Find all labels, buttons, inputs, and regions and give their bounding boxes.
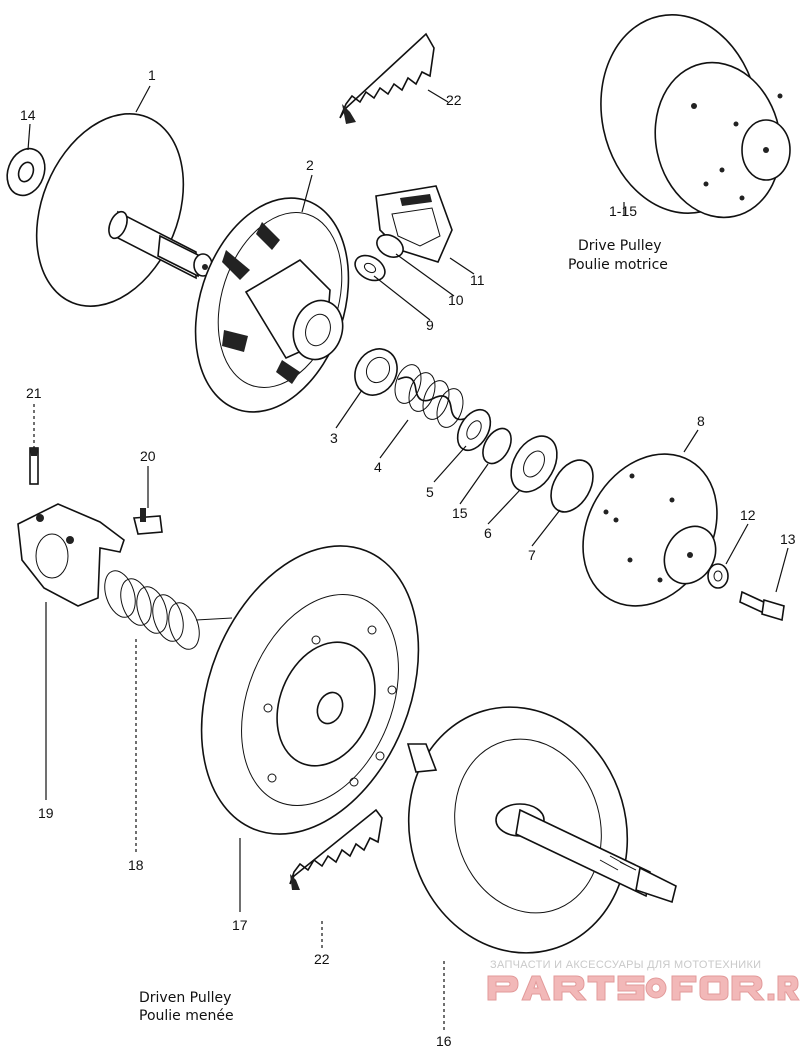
part-12-washer [707, 563, 729, 589]
callout-labels: 1 2 3 4 5 6 7 8 9 10 11 12 13 14 15 16 1… [20, 67, 796, 1049]
part-20-slider-shoe [132, 508, 163, 535]
callout-22-top: 22 [446, 92, 462, 108]
part-13-bolt [739, 590, 785, 622]
callout-7: 7 [528, 547, 536, 563]
part-8-governor-cup [582, 453, 718, 607]
callout-21: 21 [26, 385, 42, 401]
part-10-ring [376, 234, 404, 258]
part-22-slider-bottom [289, 808, 383, 890]
callout-15: 15 [452, 505, 468, 521]
callout-4: 4 [374, 459, 382, 475]
driven-pulley-label-en: Driven Pulley [139, 990, 231, 1006]
part-7-circlip [550, 459, 594, 513]
part-3-bushing [354, 348, 398, 396]
drive-pulley-label-en: Drive Pulley [578, 238, 662, 254]
callout-19: 19 [38, 805, 54, 821]
callout-1-15: 1-15 [609, 203, 637, 219]
drive-pulley-assembly [600, 14, 791, 219]
callout-10: 10 [448, 292, 464, 308]
part-1-fixed-sheave [35, 113, 213, 307]
part-21-pin [29, 447, 39, 485]
callout-16: 16 [436, 1033, 452, 1049]
part-4-spring [394, 364, 470, 428]
callout-20: 20 [140, 448, 156, 464]
part-22-slider-top [339, 32, 435, 124]
callout-2: 2 [306, 157, 314, 173]
callout-1: 1 [148, 67, 156, 83]
driven-pulley-label-fr: Poulie menée [139, 1008, 234, 1024]
part-9-washer [354, 254, 386, 282]
watermark-tagline: ЗАПЧАСТИ И АКСЕССУАРЫ ДЛЯ МОТОТЕХНИКИ [490, 959, 761, 971]
leader-lines [27, 85, 789, 1030]
part-18-spring [104, 570, 233, 650]
callout-22-bottom: 22 [314, 951, 330, 967]
callout-6: 6 [484, 525, 492, 541]
drive-pulley-label-fr: Poulie motrice [568, 257, 668, 273]
callout-8: 8 [697, 413, 705, 429]
callout-18: 18 [128, 857, 144, 873]
part-19-cam [17, 503, 125, 607]
callout-13: 13 [780, 531, 796, 547]
part-14-washer [6, 147, 46, 197]
part-6-cup [510, 435, 558, 493]
callout-3: 3 [330, 430, 338, 446]
callout-17: 17 [232, 917, 248, 933]
callout-9: 9 [426, 317, 434, 333]
part-16-fixed-sheave [406, 706, 677, 954]
watermark: ЗАПЧАСТИ И АКСЕССУАРЫ ДЛЯ МОТОТЕХНИКИ [487, 959, 800, 1001]
callout-11: 11 [470, 272, 485, 288]
callout-14: 14 [20, 107, 36, 123]
part-2-sliding-sheave [194, 197, 350, 413]
part-17-sliding-sheave [200, 545, 420, 835]
part-15-washer [482, 427, 512, 465]
callout-12: 12 [740, 507, 756, 523]
partsfor-logo [487, 975, 800, 1001]
callout-5: 5 [426, 484, 434, 500]
